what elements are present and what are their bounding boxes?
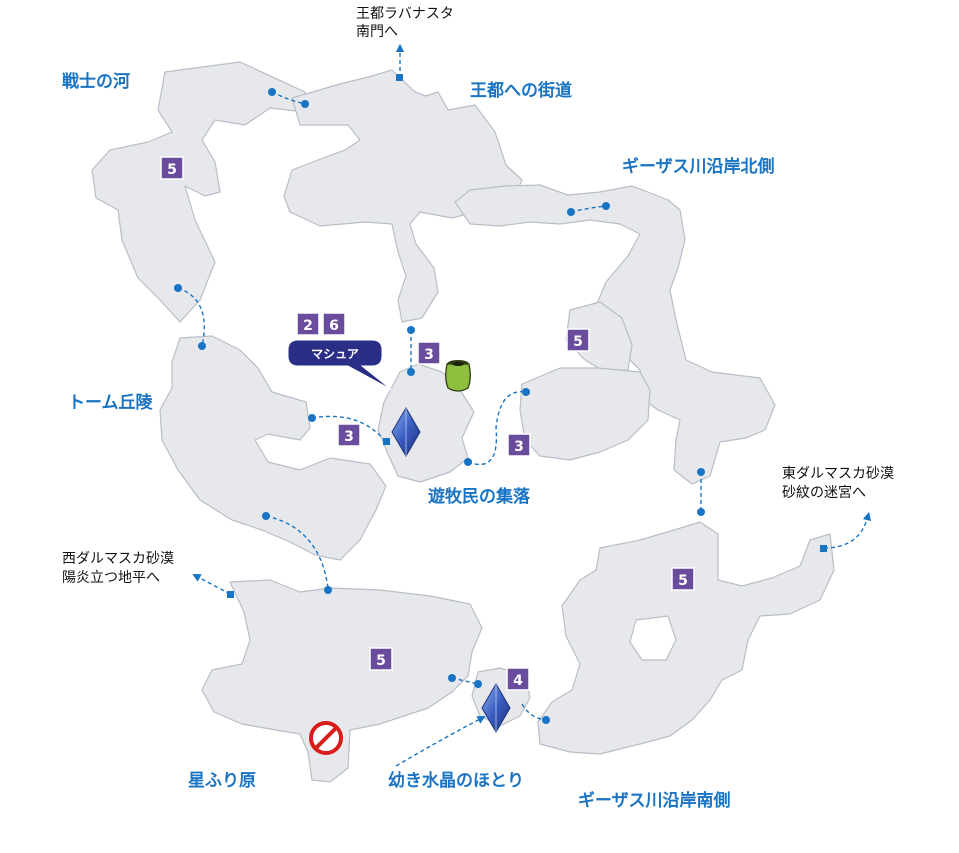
node [407,326,415,334]
node [308,414,316,422]
node [522,388,530,396]
dest-west-line1: 西ダルマスカ砂漠 [62,551,174,567]
label-star-field: 星ふり原 [188,771,256,791]
badge-east-5: 5 [566,328,590,352]
save-crystal-icon [391,407,421,457]
route-tomb-village [311,415,387,443]
label-crystal-shore: 幼き水晶のほとり [388,770,524,791]
no-entry-icon [309,721,343,755]
node [324,586,332,594]
svg-text:6: 6 [329,318,339,334]
svg-text:5: 5 [167,162,177,178]
svg-text:3: 3 [344,429,354,445]
exit-node [396,74,403,81]
node [407,368,415,376]
route-river-tomb [177,287,205,347]
node [383,438,390,445]
save-crystal-icon [481,683,511,733]
land-nomad-east [519,367,651,461]
label-tomb-hills: トーム丘陵 [68,392,153,413]
node [174,284,182,292]
svg-text:2: 2 [303,318,313,334]
npc-name: マシュア [311,347,359,361]
land-giza-south [537,521,835,755]
exit-node [227,591,234,598]
badge-top-2: 2 [296,312,320,336]
badge-crystal-4: 4 [506,667,530,691]
dest-east-line1: 東ダルマスカ砂漠 [782,466,894,482]
land-masses [91,61,835,783]
land-tomb-hills [159,335,387,561]
land-star-field [201,579,483,783]
dest-west-line2: 陽炎立つ地平へ [62,570,160,586]
land-giza-south-gap [629,615,677,661]
svg-text:5: 5 [678,573,688,589]
label-nomad-village: 遊牧民の集落 [428,486,531,507]
node [198,342,206,350]
badge-west-3: 3 [337,423,361,447]
dest-rabanastre-line2: 南門へ [356,24,398,40]
badge-warriors-river: 5 [160,156,184,180]
badge-north-3: 3 [417,341,441,365]
label-giza-south: ギーザス川沿岸南側 [578,790,731,811]
node [697,508,705,516]
node [567,208,575,216]
node [262,512,270,520]
node [301,100,309,108]
badges: 5 2 6 3 3 3 5 5 [160,156,695,691]
label-warriors-river: 戦士の河 [62,71,130,92]
node [697,468,705,476]
node [268,88,276,96]
svg-text:3: 3 [424,347,434,363]
route-crystal-south [521,703,547,721]
route-west-exit [192,574,231,595]
land-nomad-village [377,363,475,483]
node [448,674,456,682]
destination-labels: 王都ラバナスタ 南門へ 東ダルマスカ砂漠 砂紋の迷宮へ 西ダルマスカ砂漠 陽炎立… [62,6,894,586]
badge-south-west-5: 5 [369,647,393,671]
svg-text:4: 4 [513,673,523,689]
land-warriors-river [91,61,306,323]
node [542,716,550,724]
label-giza-north: ギーザス川沿岸北側 [622,156,775,177]
land-royal-road [283,69,523,323]
svg-text:5: 5 [573,334,583,350]
dest-rabanastre-line1: 王都ラバナスタ [356,6,454,22]
route-tomb-star [265,515,329,589]
pot-icon [445,360,471,392]
node [602,202,610,210]
label-royal-road: 王都への街道 [470,80,572,101]
npc-callout: マシュア [287,339,393,391]
svg-text:5: 5 [376,653,386,669]
badge-south-east-5: 5 [671,567,695,591]
exit-node [820,545,827,552]
svg-text:3: 3 [514,439,524,455]
route-crystal-arrow [395,716,486,767]
route-nodes [174,74,827,724]
badge-top-6: 6 [322,312,346,336]
node [464,458,472,466]
area-labels: 戦士の河 王都への街道 ギーザス川沿岸北側 トーム丘陵 遊牧民の集落 星ふり原 … [62,71,775,811]
badge-east-3: 3 [507,433,531,457]
route-star-crystal [451,677,479,685]
node [474,680,482,688]
route-village-east [467,390,527,466]
dest-east-line2: 砂紋の迷宮へ [782,485,866,501]
route-east-exit [823,511,872,549]
